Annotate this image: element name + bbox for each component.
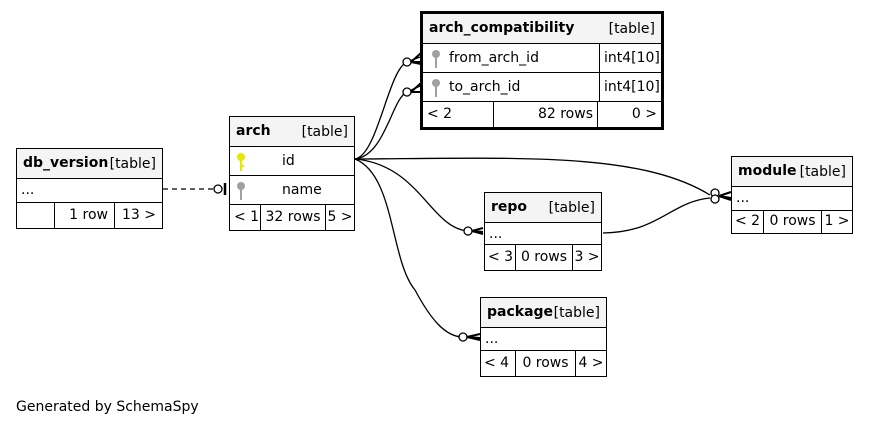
table-header: module [table]: [732, 157, 852, 187]
rel-arch-module: [354, 157, 711, 196]
column-row: from_arch_id int4[10]: [423, 44, 661, 73]
column-placeholder: ...: [736, 190, 750, 206]
table-db_version[interactable]: db_version [table] ... 1 row 13 >: [16, 148, 163, 229]
table-name: repo: [491, 199, 528, 215]
rel-arch-compat-from: [354, 56, 421, 160]
column-type: int4[10]: [599, 73, 660, 101]
column-placeholder: ...: [21, 182, 35, 198]
foreign-key-icon: [432, 50, 440, 68]
column-name: from_arch_id: [449, 50, 539, 66]
primary-key-icon: [237, 153, 245, 171]
table-type: [table]: [109, 156, 156, 172]
table-name: package: [487, 304, 554, 320]
column-name: to_arch_id: [449, 79, 521, 95]
footer-next: 0 >: [597, 102, 661, 127]
footer-prev: [17, 203, 54, 228]
generated-by-label: Generated by SchemaSpy: [16, 399, 199, 415]
table-name: db_version: [23, 155, 109, 171]
column-name: name: [282, 182, 322, 198]
column-name: id: [282, 153, 295, 169]
table-footer: 1 row 13 >: [17, 203, 162, 228]
foreign-key-icon: [237, 182, 245, 200]
table-module[interactable]: module [table] ... < 2 0 rows 1 >: [731, 156, 853, 234]
footer-next: 3 >: [572, 245, 601, 270]
column-row: ...: [732, 187, 852, 211]
footer-prev: < 1: [234, 209, 260, 225]
table-type: [table]: [301, 124, 348, 140]
footer-row-count: 0 rows: [515, 245, 572, 270]
table-footer: < 2 0 rows 1 >: [732, 211, 852, 233]
footer-prev: < 3: [488, 249, 514, 265]
table-name: module: [738, 163, 797, 179]
column-row: id: [230, 147, 354, 176]
footer-next: 4 >: [575, 351, 606, 376]
table-repo[interactable]: repo [table] ... < 3 0 rows 3 >: [484, 192, 602, 271]
footer-prev: < 2: [735, 213, 761, 229]
table-type: [table]: [799, 164, 846, 180]
footer-row-count: 1 row: [54, 203, 114, 228]
footer-next: 1 >: [821, 211, 852, 233]
table-package[interactable]: package [table] ... < 4 0 rows 4 >: [480, 297, 607, 377]
table-footer: < 4 0 rows 4 >: [481, 351, 606, 376]
footer-prev: < 2: [427, 106, 453, 122]
footer-row-count: 0 rows: [763, 211, 821, 233]
table-header: package [table]: [481, 298, 606, 328]
footer-row-count: 0 rows: [515, 351, 575, 376]
foreign-key-icon: [432, 79, 440, 97]
table-arch_compatibility[interactable]: arch_compatibility [table] from_arch_id …: [420, 11, 664, 130]
column-type: int4[10]: [599, 44, 660, 72]
table-footer: < 3 0 rows 3 >: [485, 245, 601, 270]
column-row: ...: [481, 328, 606, 351]
table-header: repo [table]: [485, 193, 601, 223]
column-row: to_arch_id int4[10]: [423, 73, 661, 102]
table-arch[interactable]: arch [table] id name < 1 32 rows 5 >: [229, 116, 355, 231]
column-placeholder: ...: [489, 226, 503, 242]
table-footer: < 2 82 rows 0 >: [423, 102, 661, 127]
table-type: [table]: [548, 200, 595, 216]
footer-row-count: 82 rows: [493, 102, 597, 127]
table-header: arch [table]: [230, 117, 354, 147]
table-footer: < 1 32 rows 5 >: [230, 205, 354, 230]
table-type: [table]: [553, 305, 600, 321]
table-name: arch_compatibility: [429, 20, 575, 36]
footer-row-count: 32 rows: [260, 205, 325, 230]
table-type: [table]: [608, 21, 655, 37]
rel-repo-module: [602, 197, 711, 234]
column-row: ...: [485, 223, 601, 245]
table-name: arch: [236, 123, 271, 139]
footer-prev: < 4: [484, 355, 510, 371]
rel-arch-package: [354, 158, 464, 338]
footer-next: 13 >: [114, 203, 162, 228]
column-row: name: [230, 176, 354, 205]
table-header: arch_compatibility [table]: [423, 14, 661, 44]
table-header: db_version [table]: [17, 149, 162, 179]
column-placeholder: ...: [485, 331, 499, 347]
footer-next: 5 >: [325, 205, 354, 230]
column-row: ...: [17, 179, 162, 203]
rel-arch-repo: [354, 158, 469, 232]
